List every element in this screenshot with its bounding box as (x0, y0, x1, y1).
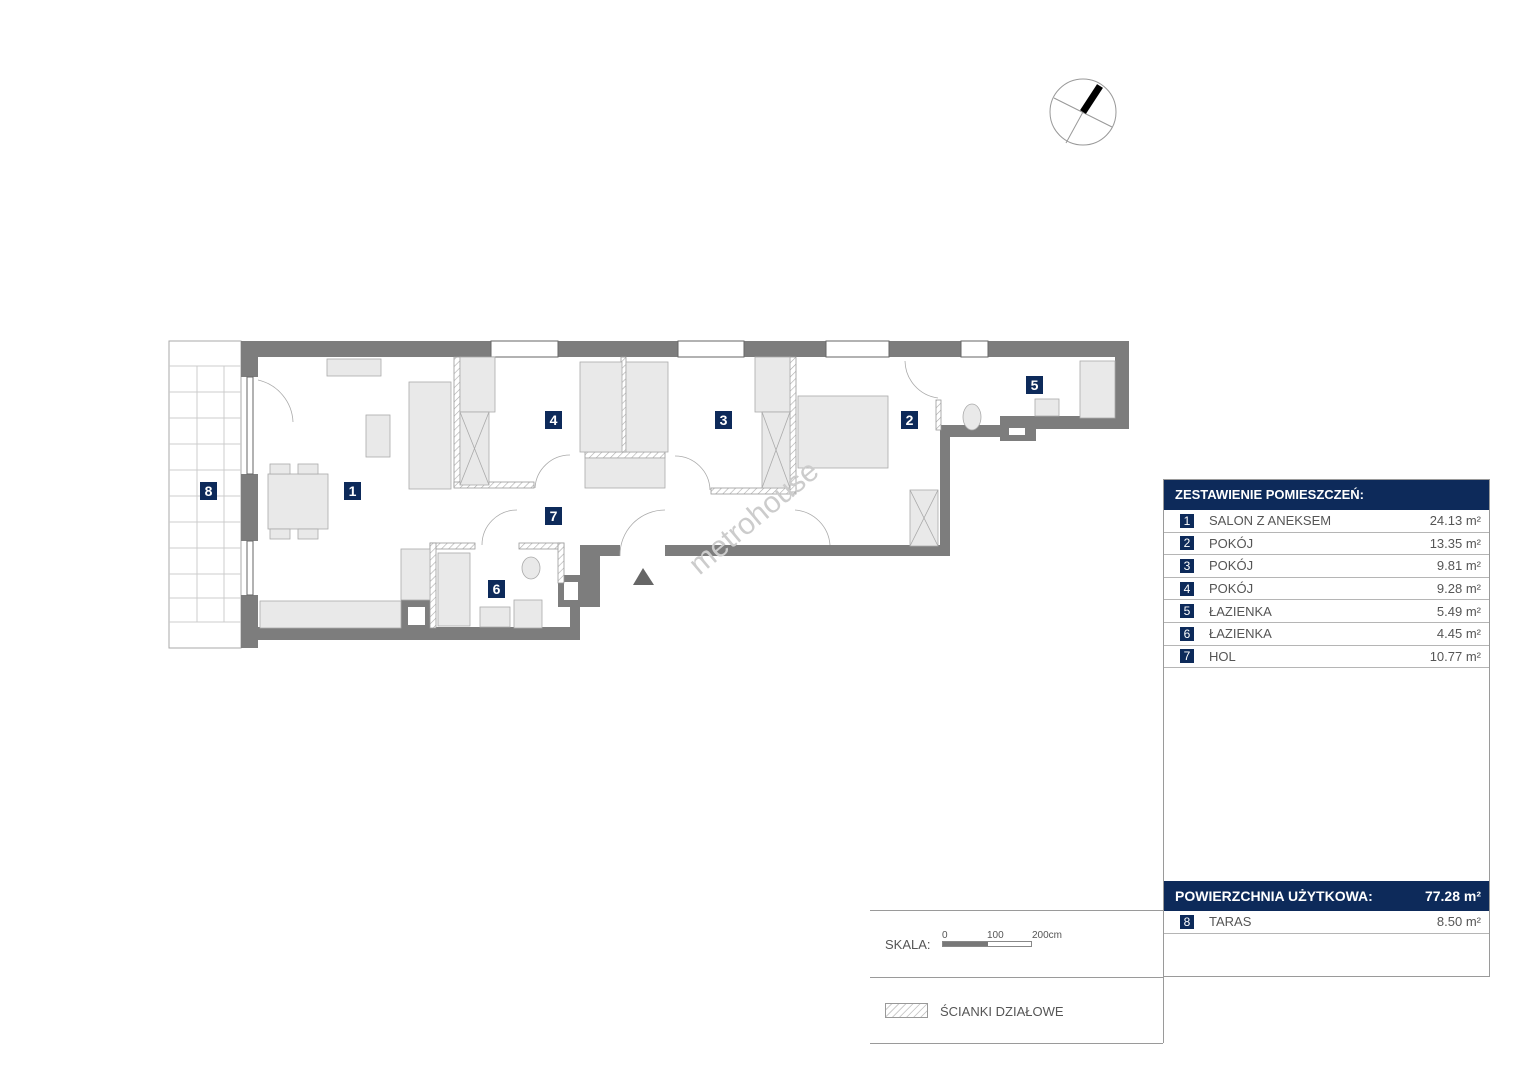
scale-bar (942, 941, 1032, 947)
room-name: POKÓJ (1209, 581, 1254, 597)
room-label-3: 3 (720, 412, 728, 428)
room-label-7: 7 (550, 508, 558, 524)
scale-tick-0: 0 (942, 930, 948, 941)
room-number: 8 (1180, 914, 1194, 929)
room-area: 4.45 m² (1436, 626, 1481, 642)
room-label-8: 8 (205, 483, 213, 499)
table-row: 1 SALON Z ANEKSEM 24.13 m² (1164, 510, 1489, 533)
watermark: metrohouse (683, 454, 826, 581)
room-name: POKÓJ (1209, 558, 1254, 574)
table-row: 7 HOL 10.77 m² (1164, 646, 1489, 669)
room-number: 2 (1180, 536, 1194, 551)
divider (1163, 977, 1164, 1043)
room-name: POKÓJ (1209, 535, 1254, 551)
room-area: 24.13 m² (1429, 513, 1481, 529)
room-number: 6 (1180, 626, 1194, 641)
partition-legend-label: ŚCIANKI DZIAŁOWE (940, 1004, 1064, 1019)
windows (246, 340, 989, 596)
room-name: ŁAZIENKA (1209, 603, 1272, 619)
usable-area-label: POWIERZCHNIA UŻYTKOWA: (1175, 888, 1373, 904)
usable-area-value: 77.28 m² (1424, 888, 1481, 904)
furniture (259, 356, 1116, 629)
room-label-6: 6 (493, 581, 501, 597)
divider (870, 910, 1163, 911)
room-number: 1 (1180, 513, 1194, 528)
room-label-5: 5 (1031, 377, 1039, 393)
room-area: 9.28 m² (1436, 581, 1481, 597)
north-compass-icon (1049, 78, 1117, 146)
room-name: ŁAZIENKA (1209, 626, 1272, 642)
walls (241, 341, 1129, 648)
rooms-table: ZESTAWIENIE POMIESZCZEŃ: 1 SALON Z ANEKSE… (1163, 479, 1490, 977)
room-name: SALON Z ANEKSEM (1209, 513, 1332, 529)
scale-label: SKALA: (885, 937, 931, 952)
room-label-4: 4 (550, 412, 558, 428)
divider (870, 1043, 1163, 1044)
room-area: 5.49 m² (1436, 603, 1481, 619)
room-name: TARAS (1209, 914, 1252, 930)
partition-legend-swatch (885, 1003, 928, 1018)
room-area: 10.77 m² (1429, 648, 1481, 664)
room-number: 7 (1180, 649, 1194, 664)
scale-tick-200: 200cm (1032, 930, 1063, 941)
divider (870, 977, 1163, 978)
table-row: 5 ŁAZIENKA 5.49 m² (1164, 600, 1489, 623)
room-number: 5 (1180, 604, 1194, 619)
table-row: 2 POKÓJ 13.35 m² (1164, 533, 1489, 556)
partition-walls (429, 356, 942, 629)
room-number: 4 (1180, 581, 1194, 596)
rooms-table-title: ZESTAWIENIE POMIESZCZEŃ: (1164, 480, 1489, 510)
entrance-arrow-icon (633, 568, 654, 585)
room-label-2: 2 (906, 412, 914, 428)
room-label-1: 1 (349, 483, 357, 499)
usable-area-summary: POWIERZCHNIA UŻYTKOWA: 77.28 m² (1164, 881, 1489, 911)
table-row: 6 ŁAZIENKA 4.45 m² (1164, 623, 1489, 646)
table-row: 3 POKÓJ 9.81 m² (1164, 555, 1489, 578)
table-row: 4 POKÓJ 9.28 m² (1164, 578, 1489, 601)
room-area: 9.81 m² (1436, 558, 1481, 574)
room-area: 8.50 m² (1436, 914, 1481, 930)
room-area: 13.35 m² (1429, 535, 1481, 551)
table-row-terrace: 8 TARAS 8.50 m² (1164, 911, 1489, 934)
room-name: HOL (1209, 648, 1236, 664)
room-number: 3 (1180, 558, 1194, 573)
scale-tick-100: 100 (987, 930, 1004, 941)
